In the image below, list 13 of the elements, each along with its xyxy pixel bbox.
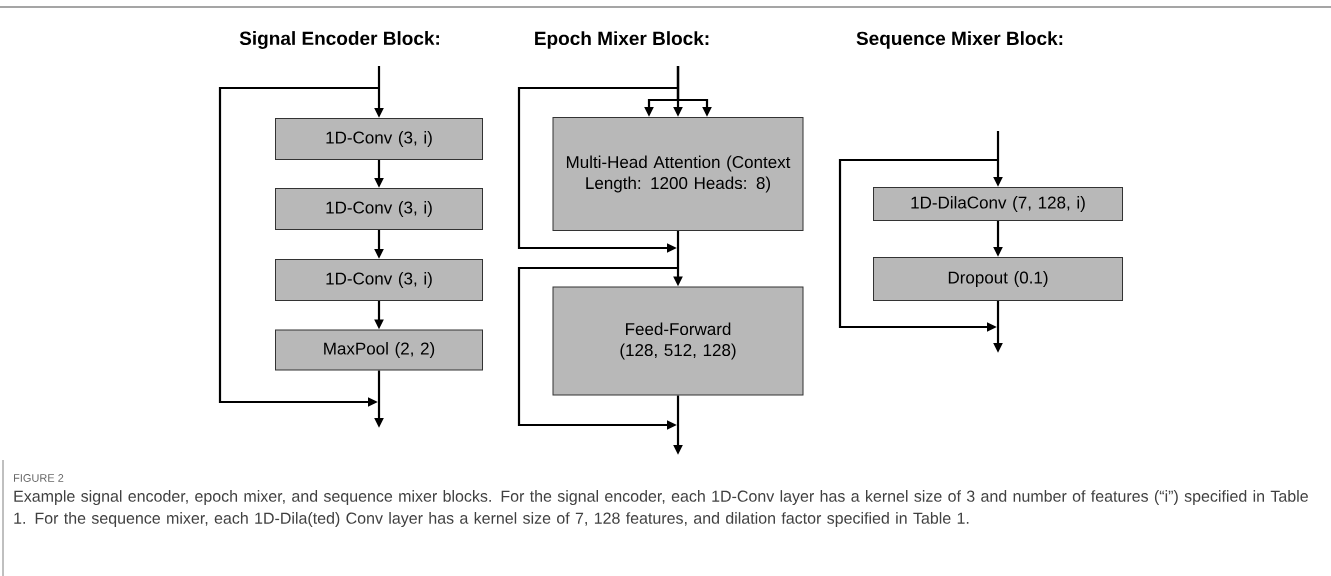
layer-box: MaxPool (2, 2) (275, 329, 483, 371)
layer-box: 1D-Conv (3, i) (275, 118, 483, 160)
layer-box: 1D-DilaConv (7, 128, i) (873, 187, 1123, 221)
figure-number: FIGURE 2 (14, 474, 64, 482)
block-heading: Signal Encoder Block: (239, 31, 439, 49)
block-heading: Epoch Mixer Block: (535, 31, 709, 49)
layer-box: Multi-Head Attention (Context Length: 1200 Heads: 8) (552, 117, 804, 231)
caption-text: Example signal encoder, epoch mixer, and sequence mixer blocks. For the signal encoder, each 1D-Conv layer has a kernel size of 3 and number of features (“i”) specified in Table 1. For the sequence mixer, each 1D-Dila(ted) Conv layer has a kernel size of 7, 128 features, and dilation factor specified in Table 1. (14, 490, 1308, 528)
layer-box: 1D-Conv (3, i) (275, 259, 483, 301)
layer-box: Feed-Forward (128, 512, 128) (552, 286, 804, 396)
layer-box: 1D-Conv (3, i) (275, 188, 483, 230)
layer-box: Dropout (0.1) (873, 257, 1123, 301)
block-heading: Sequence Mixer Block: (856, 31, 1063, 49)
